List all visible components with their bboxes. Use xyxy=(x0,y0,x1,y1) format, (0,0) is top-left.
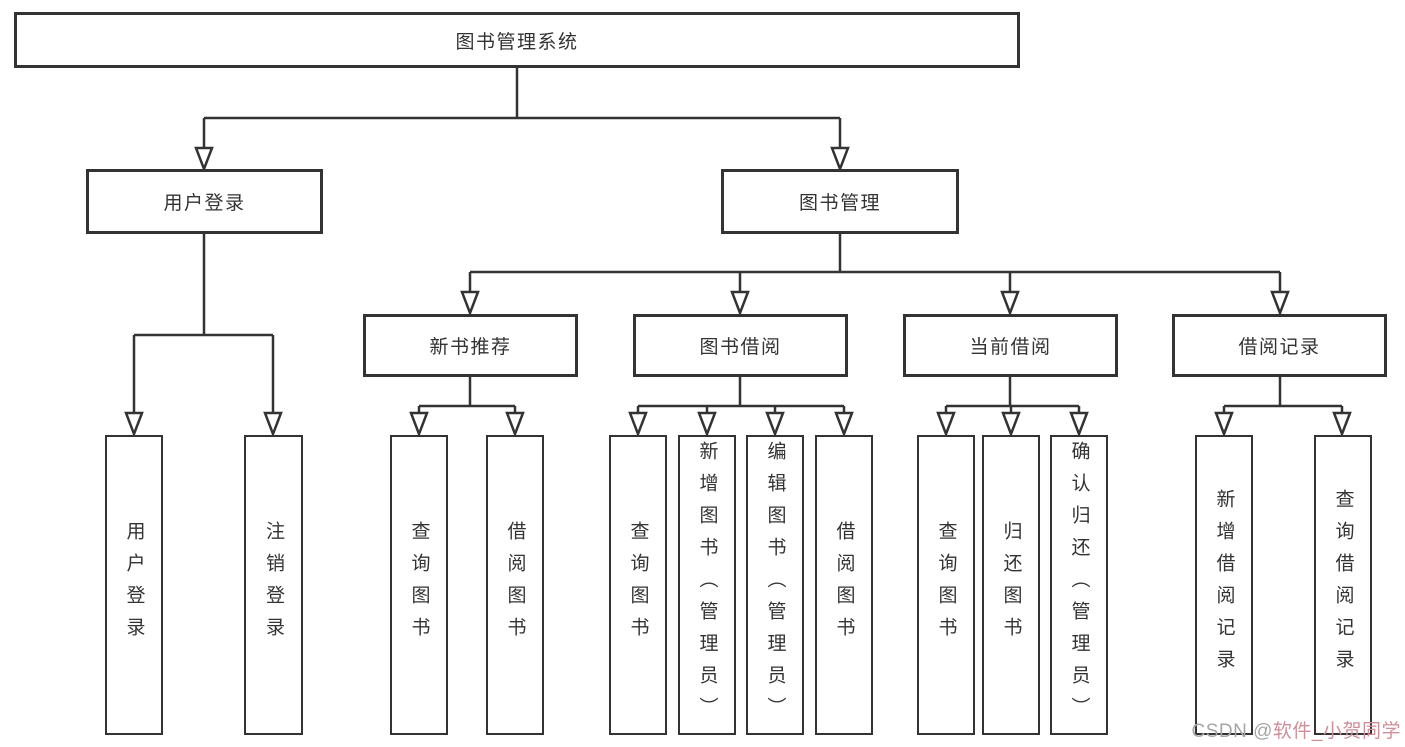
leaf-current-query-books-label: 查询图书 xyxy=(935,521,957,649)
leaf-query-borrow-record: 查询借阅记录 xyxy=(1314,435,1372,735)
leaf-logout: 注销登录 xyxy=(244,435,303,735)
csdn-watermark: CSDN @软件_小贺同学 xyxy=(1192,716,1401,743)
leaf-confirm-return-admin-label: 确认归还（管理员） xyxy=(1068,441,1090,729)
leaf-logout-label: 注销登录 xyxy=(263,521,284,649)
leaf-user-login-label: 用户登录 xyxy=(123,521,145,649)
leaf-edit-books-admin-label: 编辑图书（管理员） xyxy=(764,441,786,729)
leaf-recommend-query-books: 查询图书 xyxy=(390,435,448,735)
leaf-recommend-borrow-books-label: 借阅图书 xyxy=(504,521,526,649)
node-borrow-records: 借阅记录 xyxy=(1172,314,1387,377)
leaf-return-books: 归还图书 xyxy=(982,435,1040,735)
csdn-watermark-username: 软件_小贺同学 xyxy=(1272,721,1401,742)
leaf-borrow-books-label: 借阅图书 xyxy=(833,521,855,649)
leaf-recommend-query-books-label: 查询图书 xyxy=(408,521,430,649)
node-new-book-recommend: 新书推荐 xyxy=(363,314,578,377)
leaf-return-books-label: 归还图书 xyxy=(1000,521,1022,649)
csdn-watermark-prefix: CSDN @ xyxy=(1191,721,1273,742)
leaf-add-borrow-record-label: 新增借阅记录 xyxy=(1213,489,1235,681)
leaf-confirm-return-admin: 确认归还（管理员） xyxy=(1050,435,1108,735)
node-current-borrow: 当前借阅 xyxy=(903,314,1118,377)
node-book-borrow-label: 图书借阅 xyxy=(699,337,782,358)
node-new-book-recommend-label: 新书推荐 xyxy=(429,337,512,358)
node-user-login-label: 用户登录 xyxy=(163,193,246,214)
leaf-recommend-borrow-books: 借阅图书 xyxy=(486,435,544,735)
node-book-management: 图书管理 xyxy=(721,169,959,234)
node-root-label: 图书管理系统 xyxy=(455,31,579,53)
leaf-borrow-query-books-label: 查询图书 xyxy=(627,521,649,649)
leaf-borrow-books: 借阅图书 xyxy=(815,435,873,735)
node-borrow-records-label: 借阅记录 xyxy=(1238,337,1321,358)
leaf-query-borrow-record-label: 查询借阅记录 xyxy=(1332,489,1354,681)
leaf-add-borrow-record: 新增借阅记录 xyxy=(1195,435,1253,735)
node-book-management-label: 图书管理 xyxy=(798,193,881,214)
node-book-borrow: 图书借阅 xyxy=(633,314,848,377)
leaf-user-login: 用户登录 xyxy=(105,435,163,735)
node-current-borrow-label: 当前借阅 xyxy=(969,337,1052,358)
leaf-borrow-query-books: 查询图书 xyxy=(609,435,667,735)
leaf-add-books-admin: 新增图书（管理员） xyxy=(678,435,736,735)
leaf-add-books-admin-label: 新增图书（管理员） xyxy=(696,441,718,729)
leaf-current-query-books: 查询图书 xyxy=(917,435,975,735)
leaf-edit-books-admin: 编辑图书（管理员） xyxy=(746,435,804,735)
node-user-login: 用户登录 xyxy=(86,169,323,234)
node-root: 图书管理系统 xyxy=(14,12,1020,68)
